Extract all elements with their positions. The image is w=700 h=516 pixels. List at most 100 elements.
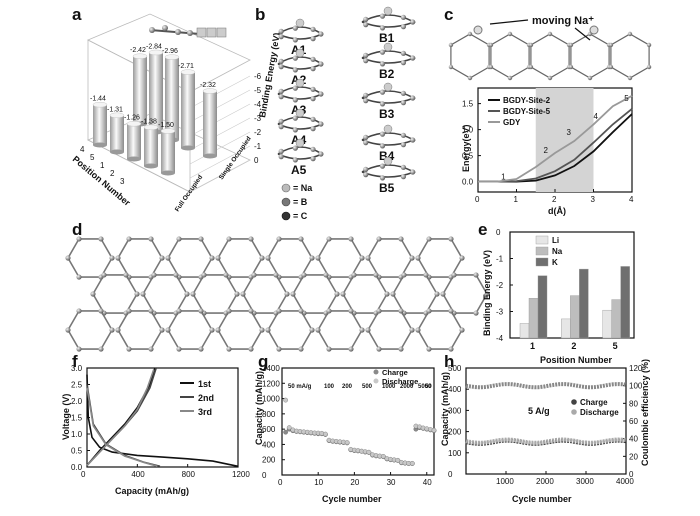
- panel-h-ylabel: Capacity (mAh/g): [440, 372, 450, 446]
- panel-a-z-tick: -6: [254, 72, 262, 81]
- atom: [318, 151, 324, 157]
- panel-h-ytick-label: 300: [448, 406, 462, 415]
- framework-atom: [98, 236, 104, 242]
- framework-ring: [267, 238, 313, 278]
- framework-ring: [267, 310, 313, 350]
- panel-a-position-tick: 3: [120, 177, 125, 186]
- framework-ring: [442, 274, 488, 314]
- framework-ring: [117, 310, 163, 350]
- framework-atom: [309, 327, 315, 333]
- framework-atom: [384, 291, 390, 297]
- panel-c-xtick-label: 0: [475, 195, 480, 204]
- framework-atom: [459, 327, 465, 333]
- atom: [379, 25, 386, 31]
- framework-atom: [390, 291, 396, 297]
- framework-atom: [284, 291, 290, 297]
- atom: [278, 154, 284, 160]
- lattice-atom: [568, 42, 574, 48]
- lattice-atom: [547, 75, 553, 81]
- panel-h-frame: [465, 367, 627, 475]
- panel-a-gridline: [189, 75, 251, 109]
- framework-ring: [242, 274, 288, 314]
- atom: [292, 55, 298, 61]
- atom: [310, 146, 316, 152]
- framework-atom: [184, 291, 190, 297]
- framework-atom: [276, 346, 282, 352]
- framework-atom: [126, 346, 132, 352]
- framework-atom: [290, 291, 296, 297]
- panel-a-front-bar: -1.26: [124, 115, 142, 162]
- panel-e-bar: [561, 318, 571, 339]
- panel-f-ylabel: Voltage (V): [61, 394, 71, 440]
- panel-h-y2tick-label: 80: [629, 399, 638, 408]
- panel-a-z-tick: -2: [254, 128, 262, 137]
- bond-ring: [361, 164, 416, 178]
- atom: [410, 19, 416, 25]
- atom: [278, 88, 284, 94]
- panel-f-ytick-label: 1.0: [71, 430, 83, 439]
- lattice-ring: [450, 33, 490, 79]
- lattice-atom: [507, 31, 513, 37]
- atom: [310, 26, 316, 32]
- framework-atom: [415, 255, 421, 261]
- atom: [379, 13, 386, 19]
- framework-atom: [373, 272, 379, 278]
- framework-atom: [223, 272, 229, 278]
- framework-atom: [190, 291, 196, 297]
- panel-b-structure-drawings: A1A2A3A4A5B1B2B3B4B5: [277, 6, 416, 195]
- panel-a-back-bar: -2.71: [178, 63, 196, 151]
- panel-e-bar: [620, 266, 630, 339]
- panel-a-z-tick: 0: [254, 156, 259, 165]
- framework-ring: [117, 238, 163, 278]
- structure-label: B5: [379, 181, 395, 195]
- framework-atom: [101, 272, 107, 278]
- panel-e-ytick-label: -1: [496, 255, 504, 264]
- framework-atom: [226, 236, 232, 242]
- framework-atom: [109, 327, 115, 333]
- lattice-atom: [448, 42, 454, 48]
- panel-g-point: [409, 461, 415, 466]
- cylinder-top: [132, 53, 148, 59]
- panel-a-back-bar: -2.84: [146, 43, 164, 135]
- panel-a-gridline: [189, 103, 251, 137]
- panel-f-xtick-label: 800: [182, 470, 196, 479]
- cylinder-top: [126, 121, 142, 127]
- structure-b1: B1: [361, 6, 416, 45]
- structure-a5: A5: [277, 138, 324, 177]
- panel-g-point: [431, 427, 437, 433]
- cylinder-base: [144, 163, 158, 169]
- framework-atom: [176, 308, 182, 314]
- panel-g-xtick-label: 20: [350, 478, 359, 487]
- cylinder-top: [143, 124, 159, 131]
- framework-atom: [248, 308, 254, 314]
- cylinder-top: [180, 69, 196, 75]
- panel-g-ytick-label: 800: [262, 410, 276, 419]
- structure-b3: B3: [361, 82, 416, 121]
- cylinder-top: [202, 88, 218, 94]
- legend-b-ball: [281, 197, 291, 207]
- framework-atom: [298, 308, 304, 314]
- atom: [318, 61, 324, 67]
- panel-e-ylabel: Binding Energy (eV): [482, 250, 492, 336]
- framework-atom: [276, 308, 282, 314]
- framework-atom: [298, 346, 304, 352]
- lattice-atom: [467, 31, 473, 37]
- atom: [310, 36, 316, 42]
- framework-atom: [201, 272, 207, 278]
- framework-ring: [142, 274, 188, 314]
- framework-atom: [226, 308, 232, 314]
- framework-atom: [115, 255, 121, 261]
- lattice-atom: [646, 64, 652, 70]
- lattice-atom: [528, 42, 534, 48]
- panel-e-bar: [611, 299, 621, 339]
- panel-e-ytick-label: 0: [496, 228, 501, 237]
- framework-atom: [409, 327, 415, 333]
- panel-f-discharge-curve: [86, 374, 239, 468]
- panel-g-xlabel: Cycle number: [322, 494, 382, 504]
- framework-ring: [417, 310, 463, 350]
- cylinder-body: [93, 104, 107, 145]
